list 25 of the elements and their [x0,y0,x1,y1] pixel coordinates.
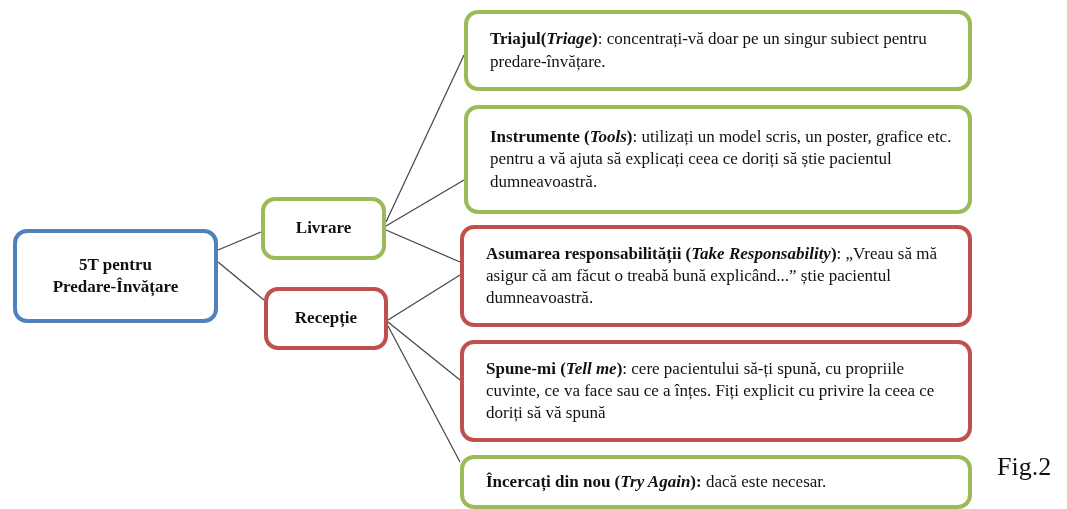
step-box [464,105,972,214]
connector-line [387,274,461,321]
topic-box [13,229,218,323]
connector-line [217,231,262,251]
step-description: Triajul(Triage): concentrați-vă doar pe un singur subiect pentru predare-învățare. [490,28,928,73]
step-box [460,225,972,327]
node-title: 5T pentru Predare-Învățare [51,253,180,298]
figure-label: Fig.2 [997,452,1052,482]
connector-line [217,261,265,301]
step-description: Spune-mi (Tell me): cere pacientului să-ți spună, cu propriile cuvinte, ce va face sau ce a înțes. Fiți explicit cu privire la ceea ce doriți să vă spună [486,357,936,425]
category-box [264,287,388,350]
connector-line [385,179,465,227]
step-description: Asumarea responsabilității (Take Responsability): „Vreau să mă asigur că am făcut o treabă bună explicând...” știe pacientul dumneavoastră. [486,242,939,310]
node-title: Livrare [294,217,353,240]
step-description: Încercați din nou (Try Again): dacă este necesar. [486,470,827,493]
connector-line [387,321,461,381]
connector-line [385,229,461,263]
connector-line [387,325,461,463]
node-title: Recepție [293,307,359,330]
connector-line [385,54,465,223]
step-box [464,10,972,91]
step-box [460,340,972,442]
step-box [460,455,972,509]
step-description: Instrumente (Tools): utilizați un model scris, un poster, grafice etc. pentru a vă ajuta să explicați ceea ce doriți să știe pacientul dumneavoastră. [490,126,953,193]
category-box [261,197,386,260]
